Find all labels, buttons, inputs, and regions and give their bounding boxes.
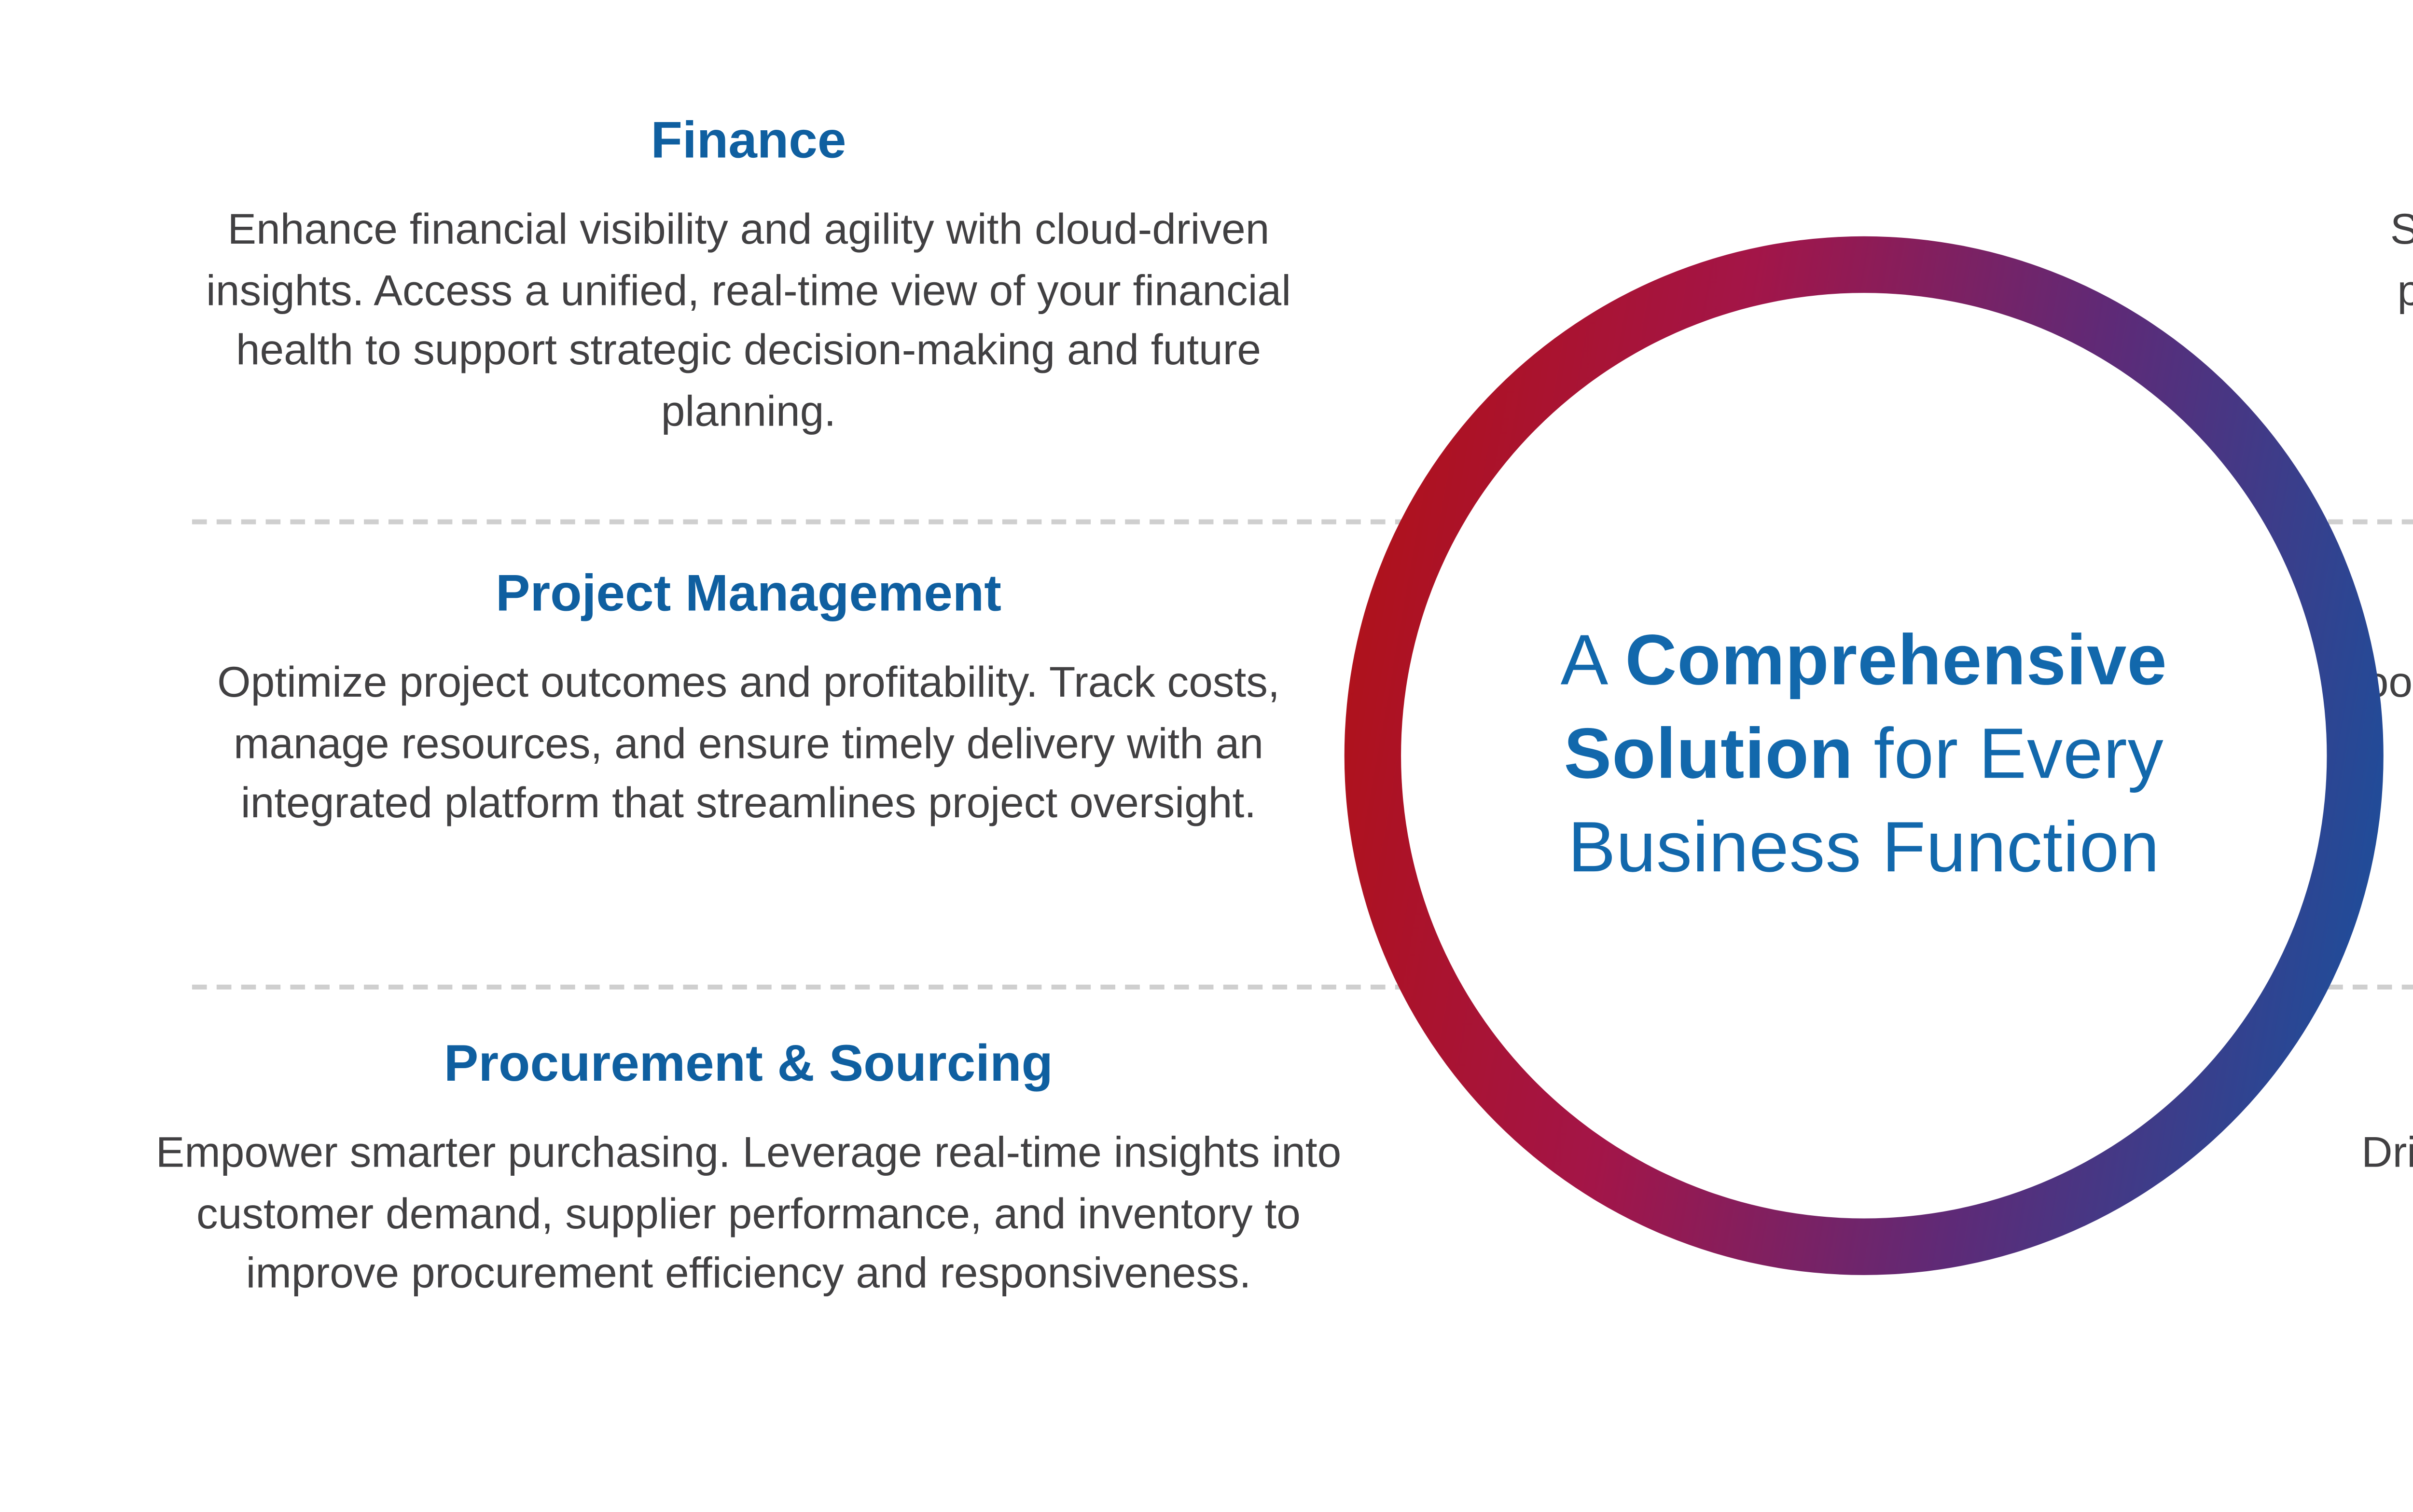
section-invoice-management: Invoice Management Simplify invoicing an… [2324, 113, 2413, 381]
section-body: Empower smarter purchasing. Leverage rea… [155, 1127, 1342, 1297]
section-sales-marketing: Sales & Marketing Drive revenue and stre… [2324, 1036, 2413, 1304]
center-title: A Comprehensive Solution for Every Busin… [1561, 616, 2167, 896]
gradient-circle: A Comprehensive Solution for Every Busin… [1344, 236, 2384, 1275]
section-body: Simplify invoicing and collections. Util… [2324, 199, 2413, 380]
section-finance: Finance Enhance financial visibility and… [143, 113, 1354, 441]
center-title-line2: Solution for Every [1564, 716, 2164, 795]
section-project-management: Project Management Optimize project outc… [143, 566, 1354, 833]
dashed-divider-bottom [192, 984, 2413, 990]
section-body: Enhance financial visibility and agility… [206, 204, 1291, 435]
section-title: Finance [651, 113, 846, 170]
gradient-circle-inner: A Comprehensive Solution for Every Busin… [1401, 293, 2327, 1219]
section-body: Optimize project outcomes and profitabil… [217, 657, 1280, 827]
section-body: Drive revenue and strengthen customer re… [2361, 1127, 2413, 1177]
dashed-divider-top [192, 519, 2413, 524]
section-procurement-sourcing: Procurement & Sourcing Empower smarter p… [143, 1036, 1354, 1304]
center-title-line1: A Comprehensive [1560, 622, 2167, 702]
section-title: Procurement & Sourcing [444, 1036, 1054, 1093]
section-title: Sales & Marketing [2324, 1036, 2413, 1095]
center-title-line3: Business Function [1568, 810, 2160, 889]
section-title: Invoice Management [2324, 113, 2413, 172]
section-title: Project Management [496, 566, 1001, 623]
